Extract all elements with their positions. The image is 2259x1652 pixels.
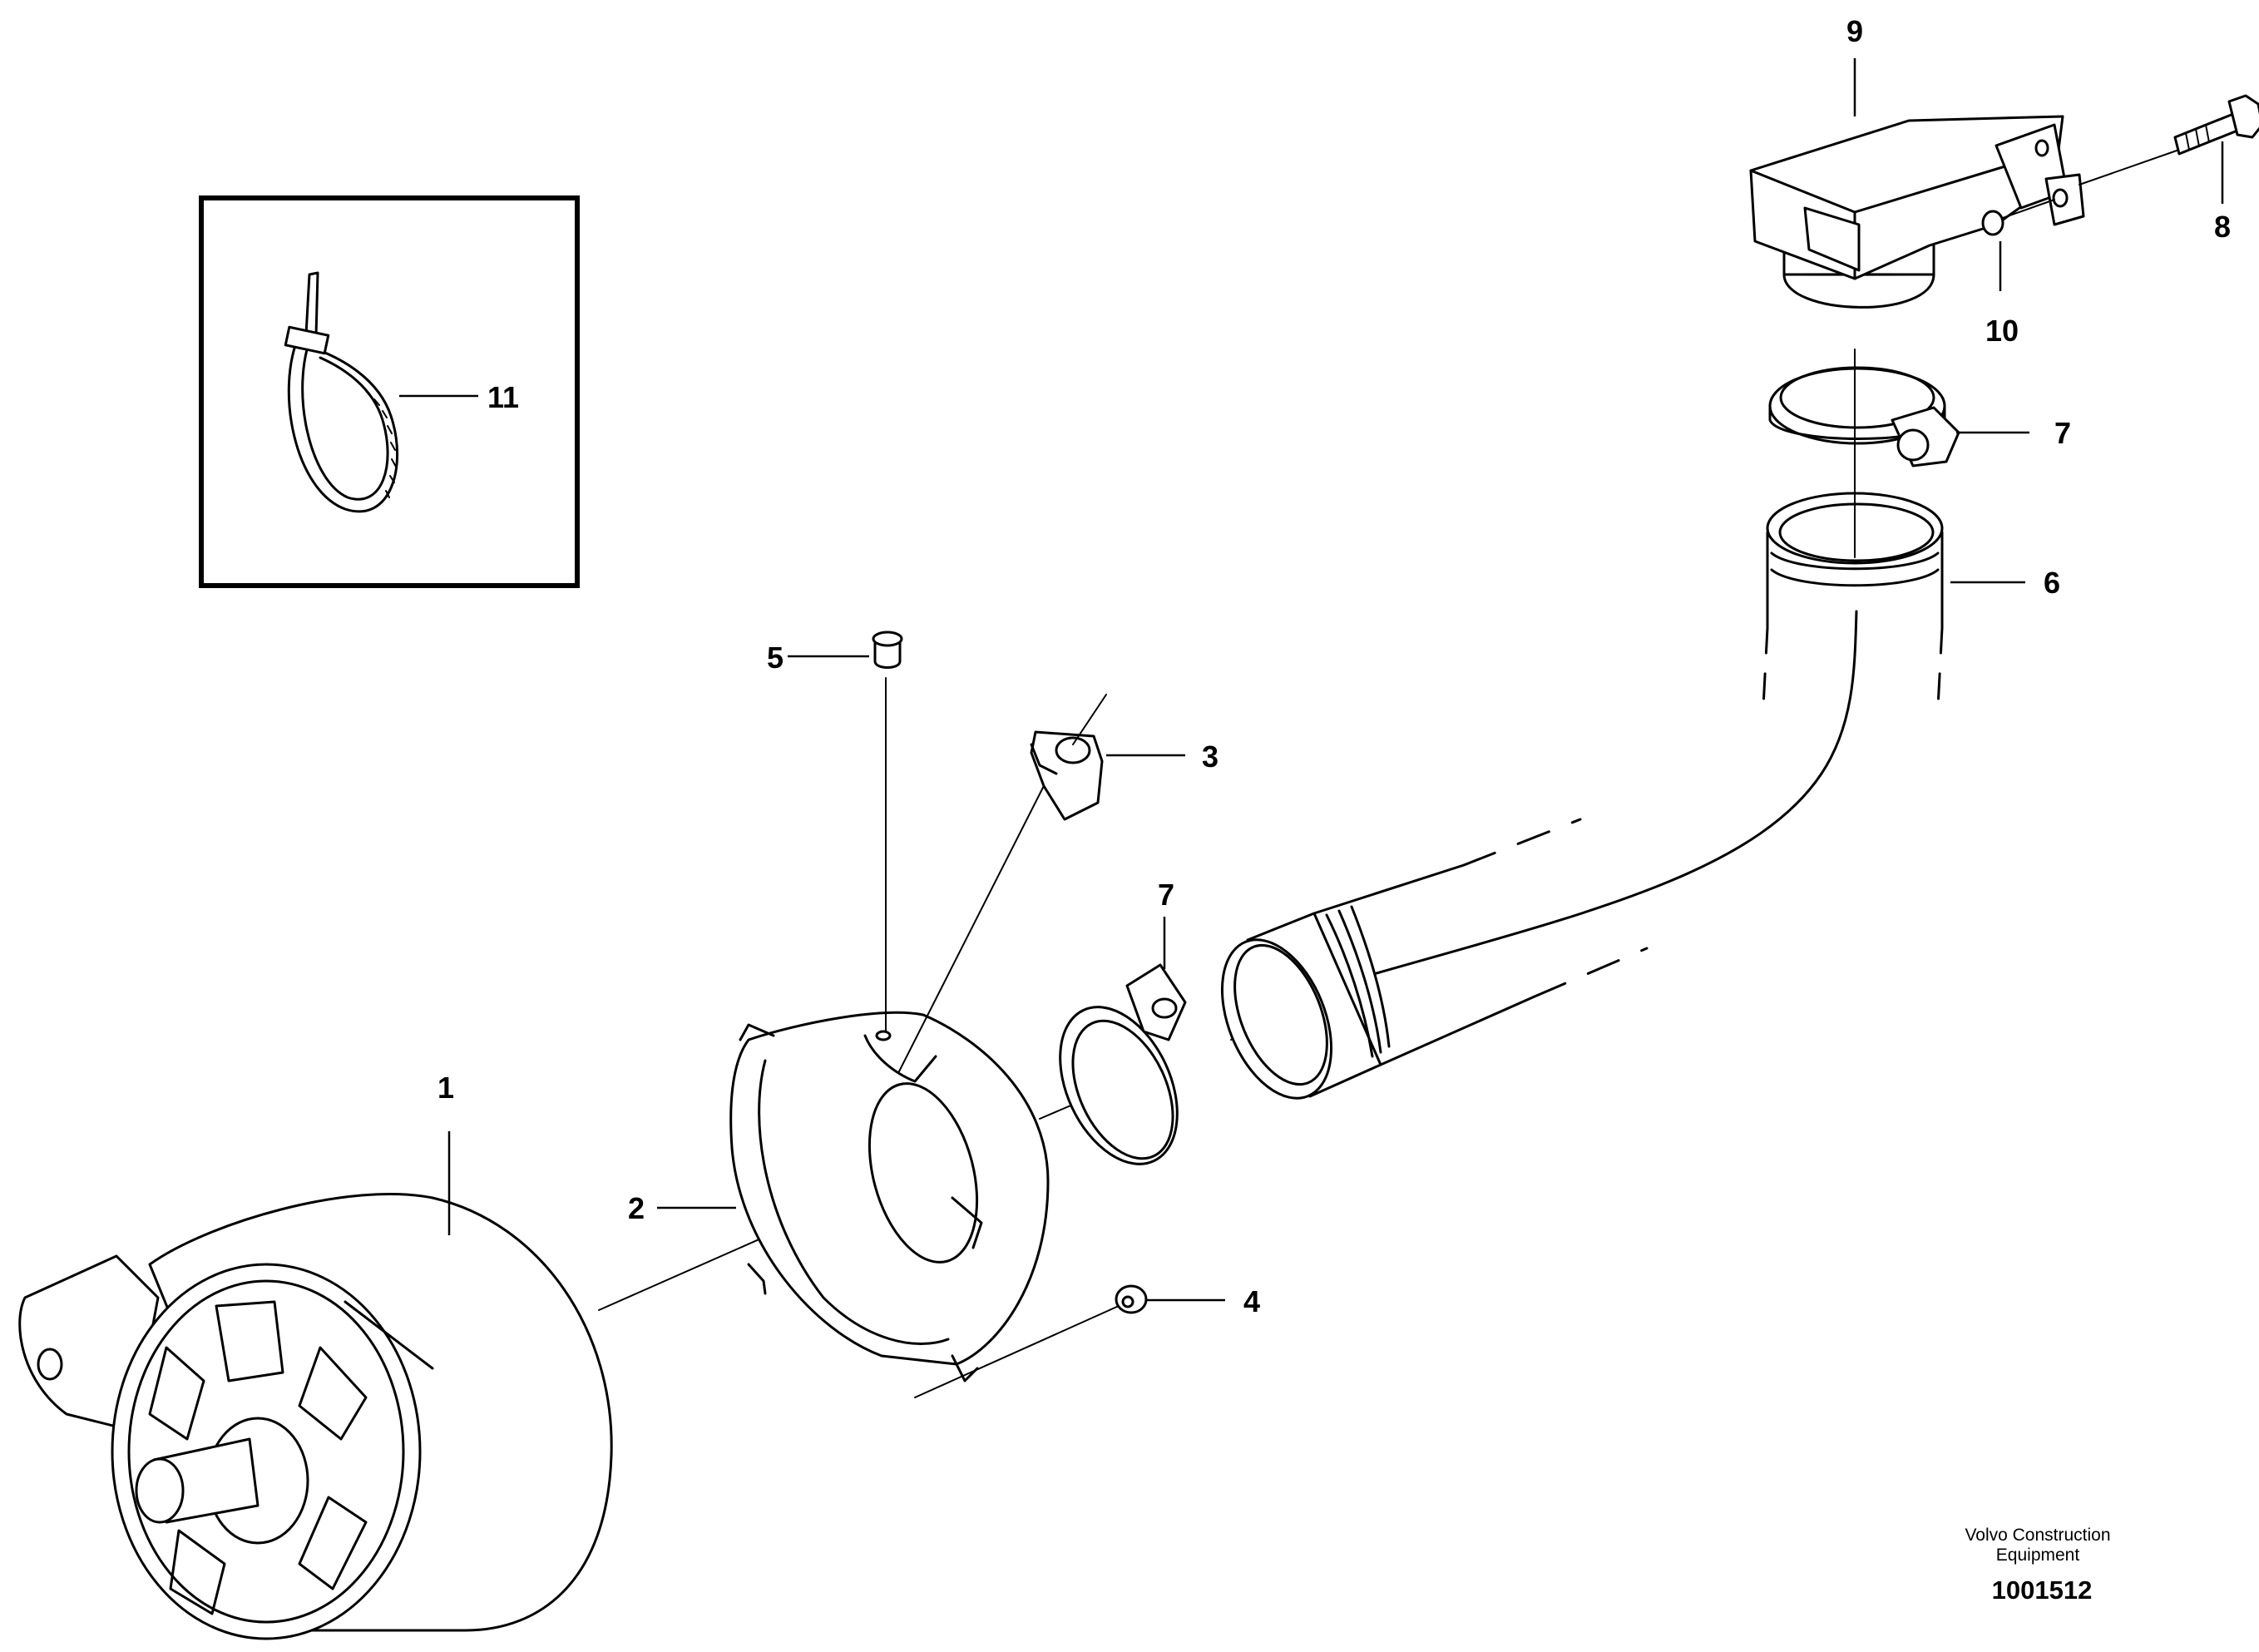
bolt-drawing (2173, 94, 2259, 156)
hose-drawing (1220, 492, 1944, 1100)
plug-drawing (872, 631, 903, 669)
fan-shroud-drawing (729, 1011, 1050, 1382)
callout-7-upper: 7 (2054, 416, 2071, 450)
callout-10: 10 (1985, 314, 2019, 348)
callout-3: 3 (1202, 739, 1218, 774)
brand-line-1: Volvo Construction (1965, 1526, 2110, 1545)
washer-drawing (1115, 1284, 1148, 1314)
callout-9: 9 (1846, 14, 1863, 48)
callout-2: 2 (628, 1191, 645, 1225)
clip-nut-drawing (1030, 694, 1107, 821)
hose-clamp-upper-drawing (1768, 349, 1960, 558)
callout-7-lower: 7 (1158, 878, 1174, 912)
drawing-number: 1001512 (1992, 1575, 2093, 1605)
callout-11: 11 (487, 380, 519, 414)
callout-4: 4 (1243, 1284, 1260, 1318)
brand-line-2: Equipment (1996, 1546, 2080, 1565)
shroud-leader-line-4 (914, 1305, 1120, 1398)
cable-tie-drawing (284, 271, 398, 513)
callout-5: 5 (767, 641, 783, 675)
alternator-drawing (18, 1192, 613, 1640)
callout-leaders (399, 58, 2224, 1302)
callout-1: 1 (437, 1071, 454, 1105)
air-intake-box-drawing (1749, 115, 2180, 309)
inset-box (199, 195, 580, 588)
callout-8: 8 (2214, 210, 2231, 244)
shroud-leader-line-3 (897, 769, 1053, 1074)
hose-clamp-lower-drawing (1059, 963, 1187, 1165)
callout-6: 6 (2044, 566, 2060, 600)
